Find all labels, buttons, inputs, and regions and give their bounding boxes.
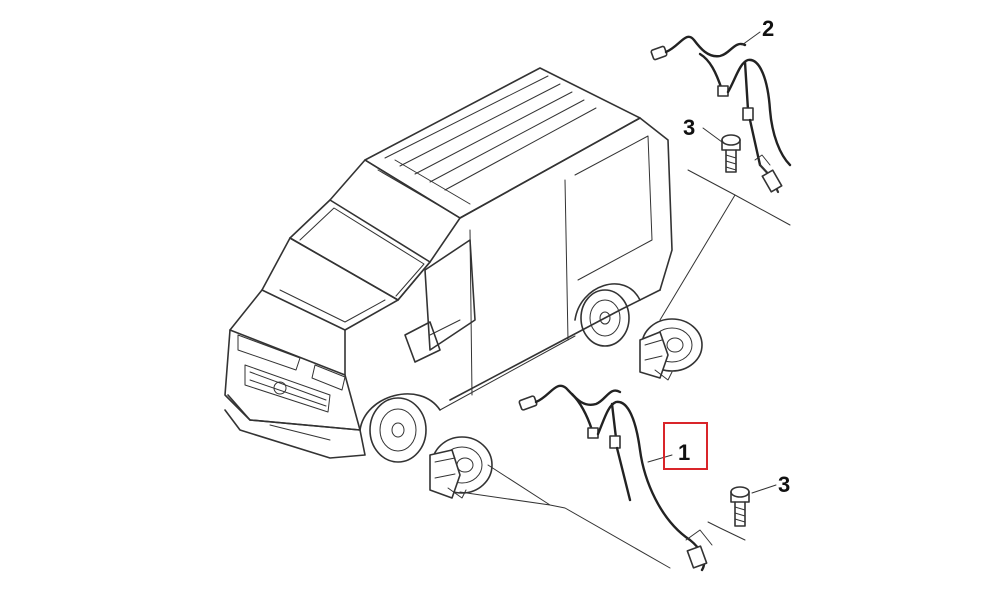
- callout-1-leader: [647, 454, 673, 463]
- abs-sensor-cable-lower-icon: [518, 384, 713, 572]
- callout-number-2: 2: [762, 16, 774, 41]
- callout-3-lower-leader: [751, 484, 777, 494]
- part-1-highlight-box: [663, 422, 708, 470]
- front-brake-leader-line: [459, 464, 671, 569]
- rear-brake-leader-line: [659, 169, 791, 321]
- callout-number-3-upper: 3: [683, 115, 695, 140]
- callout-2-leader: [741, 31, 761, 46]
- front-brake-disc-caliper-icon: [429, 436, 493, 499]
- callout-3-upper-leader: [702, 127, 723, 143]
- flange-bolt-upper-icon: [721, 134, 741, 173]
- rear-brake-disc-caliper-icon: [639, 318, 703, 381]
- flange-bolt-lower-icon: [730, 486, 750, 527]
- van-outline-icon: [224, 67, 673, 463]
- abs-sensor-cable-upper-icon: [650, 35, 792, 194]
- callout-number-3-lower: 3: [778, 472, 790, 497]
- callout-number-1: 1: [678, 440, 690, 465]
- lower-sensor-bracket-line: [707, 521, 746, 541]
